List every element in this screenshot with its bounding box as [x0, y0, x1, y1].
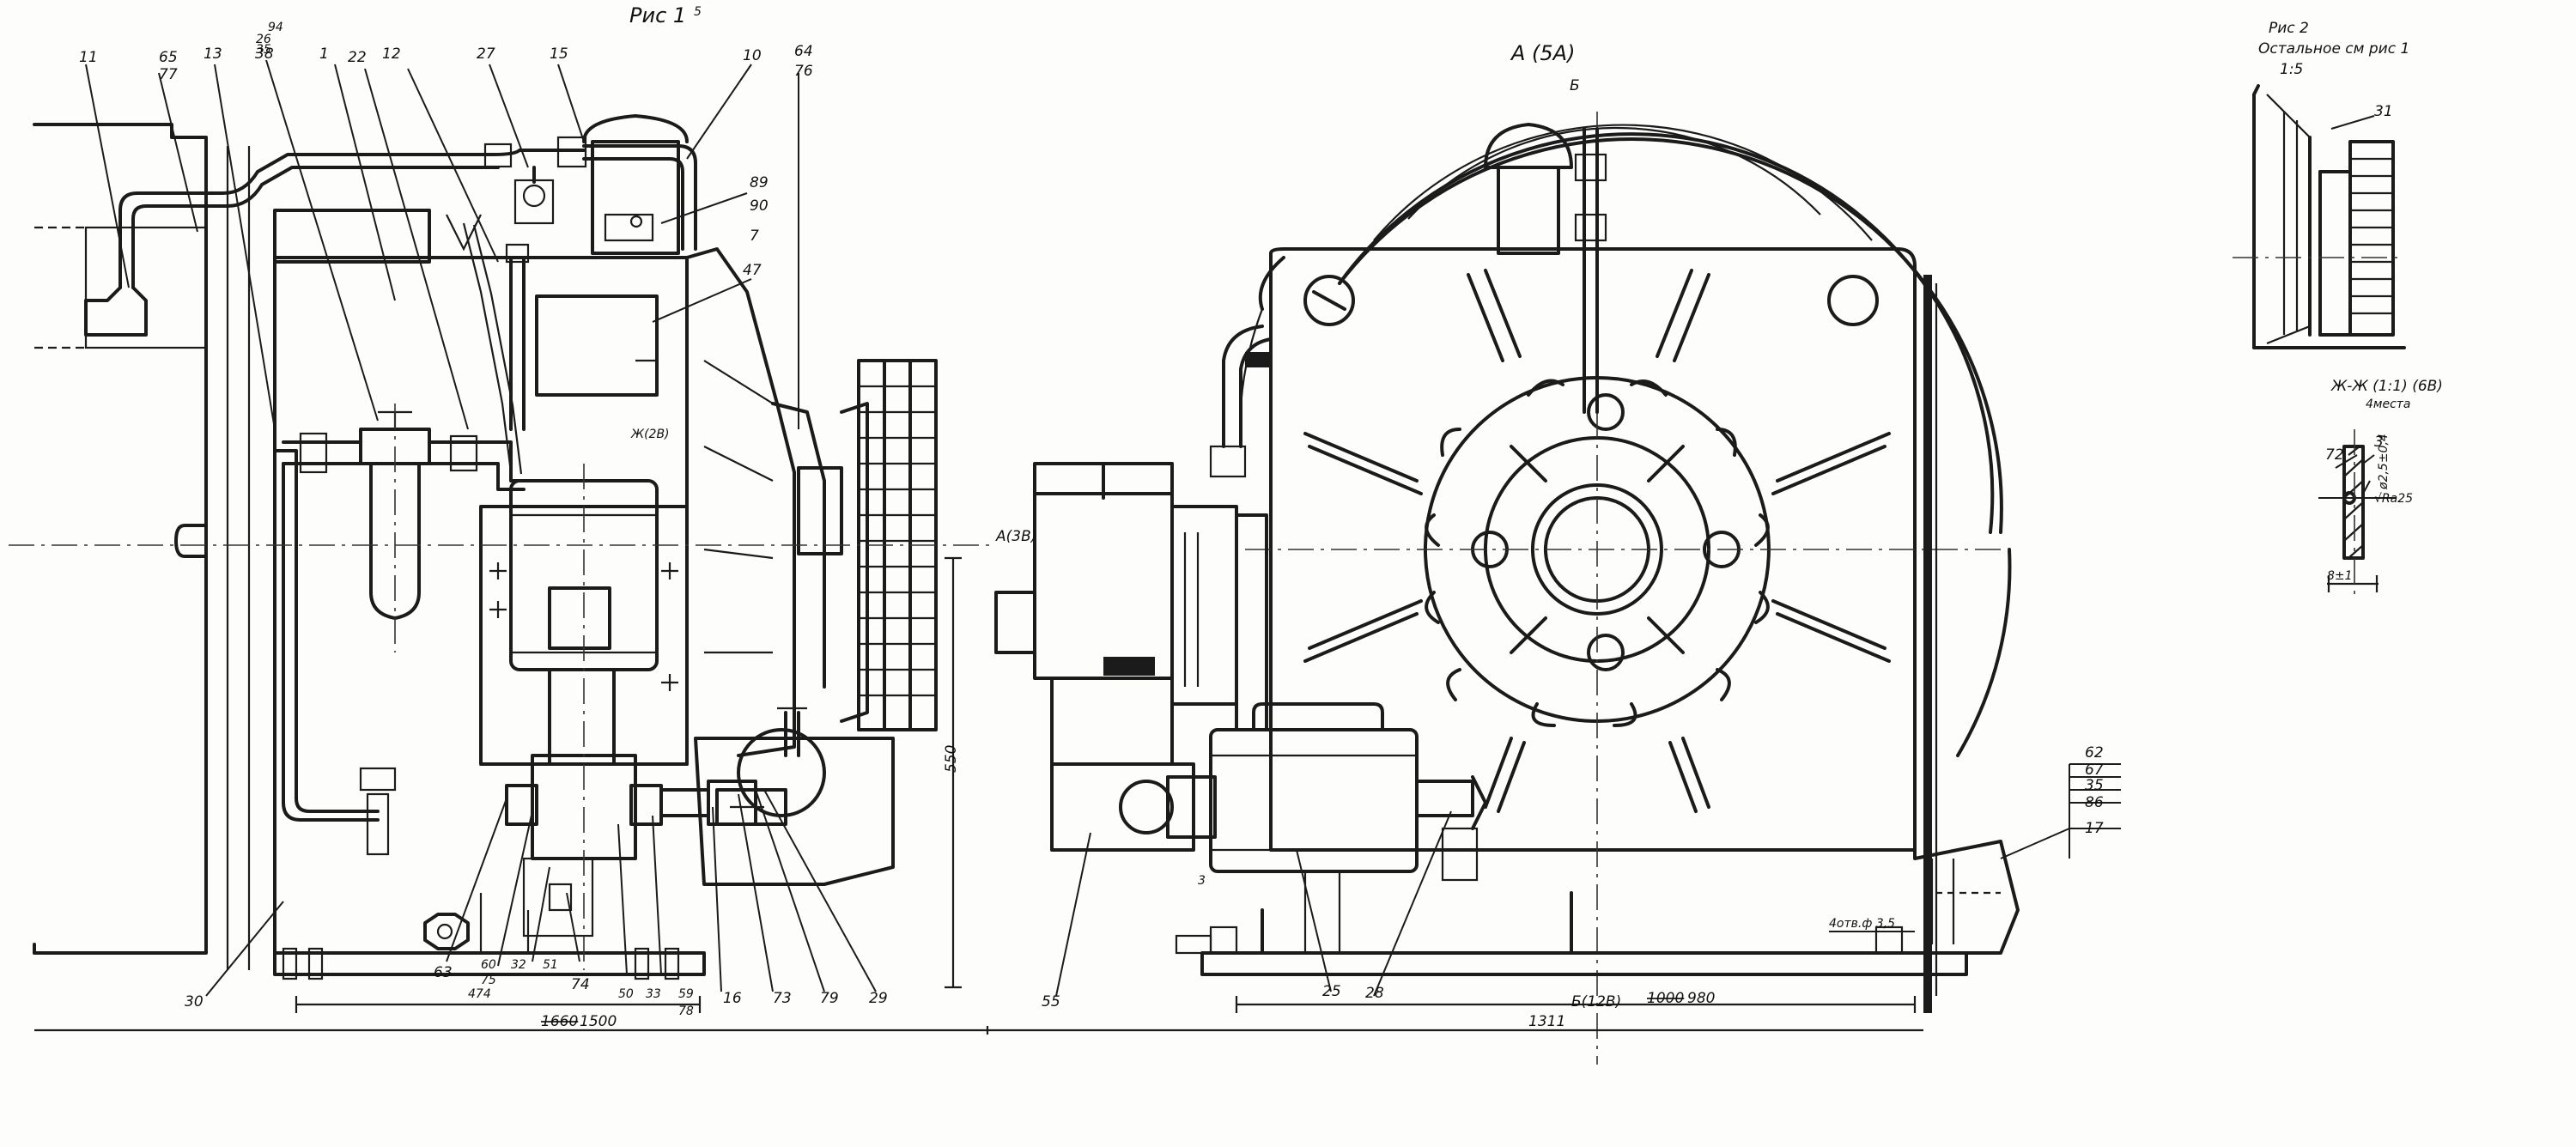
callout-label: 35	[256, 43, 271, 57]
section-b-ref: Б(12В)	[1571, 993, 1621, 1010]
callout-label: 79	[820, 990, 839, 1007]
callout-label: 28	[1365, 985, 1384, 1002]
callout-label: 64	[794, 43, 813, 60]
view-a-ref: А(3В)	[995, 528, 1036, 545]
dimension-width: 1500	[580, 1013, 617, 1030]
dimension-height: 550	[943, 745, 960, 773]
note-holes: 4отв.ф 3,5	[1829, 917, 1895, 931]
callout-leaders	[85, 59, 2358, 997]
callout-label: 27	[477, 46, 495, 63]
callout-label: 77	[159, 66, 178, 83]
callout-label: 65	[159, 49, 178, 66]
fig1-title: Рис 1	[629, 3, 686, 27]
dimension-struck: 1000	[1647, 990, 1684, 1007]
callout-label: 13	[204, 46, 222, 63]
dimension-struck: 1660	[541, 1013, 578, 1030]
view-a-title: А (5А)	[1510, 41, 1575, 65]
callout-label: 47	[743, 262, 762, 279]
section-b-mark: Б	[1570, 77, 1580, 94]
callout-label: 29	[869, 990, 888, 1007]
callout-label: 59	[678, 987, 694, 1001]
fig2-detail	[2233, 84, 2406, 601]
callout-label: 15	[550, 46, 568, 63]
callout-label: 90	[750, 197, 769, 215]
zh-ref: Ж(2В)	[630, 428, 670, 441]
callout-label: 35	[2085, 777, 2104, 794]
dimension-labels: 550 1660 1500 1311 1000 980 √Ra25 8±1 ø2…	[541, 434, 2413, 1030]
callout-label: 74	[571, 976, 590, 993]
callout-label: 75	[481, 974, 496, 987]
section-zh-note: 4места	[2366, 398, 2411, 411]
callout-label: 78	[678, 1004, 694, 1018]
callout-label: 89	[750, 174, 769, 191]
sheet-titles: Рис 1 5 А (5А) Б Б(12В) Рис 2 Остальное …	[629, 3, 2443, 1010]
callout-label: 51	[543, 958, 558, 972]
callout-label: 63	[434, 964, 453, 981]
roughness-mark: √Ra25	[2374, 492, 2413, 506]
callout-label: 31	[2374, 103, 2393, 120]
callout-label: 1	[319, 46, 329, 63]
dimension-small: ø2,5±0,4	[2377, 434, 2391, 490]
section-zh-title: Ж-Ж (1:1) (6В)	[2330, 378, 2443, 395]
callouts-view-a: 55 25 28 62 67 35 86 17 3	[1042, 744, 2104, 1010]
callout-label: 11	[79, 49, 98, 66]
callout-label: 60	[481, 958, 496, 972]
callout-label: 94	[268, 21, 283, 34]
callout-label: 16	[723, 990, 742, 1007]
callout-label: 22	[348, 49, 367, 66]
callout-label: 33	[646, 987, 661, 1001]
callout-label: 3	[2374, 434, 2384, 451]
callout-label: 55	[1042, 993, 1060, 1010]
callout-label: 10	[743, 47, 762, 64]
fig2-title: Рис 2	[2269, 20, 2309, 37]
callouts-fig2: 31 72 3	[2325, 103, 2393, 464]
callout-label: 76	[794, 63, 813, 80]
callout-label: 30	[185, 993, 204, 1010]
callout-label: 17	[2085, 820, 2104, 837]
fig1-side-view	[9, 114, 996, 1035]
callouts-fig1: 11 65 77 13 38 1 22 12 27 15 10 64 76 89…	[79, 21, 888, 1018]
dimension-width: 980	[1687, 990, 1715, 1007]
callout-label: 73	[773, 990, 792, 1007]
callout-label: 62	[2085, 744, 2104, 762]
callout-label: 25	[1322, 983, 1341, 1000]
view-a-front	[987, 112, 2020, 1065]
callout-label: 38	[255, 46, 274, 63]
dimension-small: 8±1	[2327, 569, 2353, 583]
fig2-scale: 1:5	[2280, 61, 2303, 78]
callout-label: 12	[382, 46, 401, 63]
callout-label: 67	[2085, 762, 2104, 779]
fig2-note: Остальное см рис 1	[2258, 40, 2409, 58]
callout-label: 72	[2325, 446, 2344, 464]
callout-label: 474	[468, 987, 491, 1001]
callout-label: 7	[750, 228, 759, 245]
dimension-width: 1311	[1528, 1013, 1565, 1030]
callout-label: 3	[1198, 874, 1206, 888]
fig1-circle-mark: 5	[694, 5, 702, 19]
callout-label: 32	[511, 958, 526, 972]
callout-label: 26	[256, 33, 271, 46]
callout-label: 86	[2085, 794, 2104, 811]
callout-label: 50	[618, 987, 634, 1001]
